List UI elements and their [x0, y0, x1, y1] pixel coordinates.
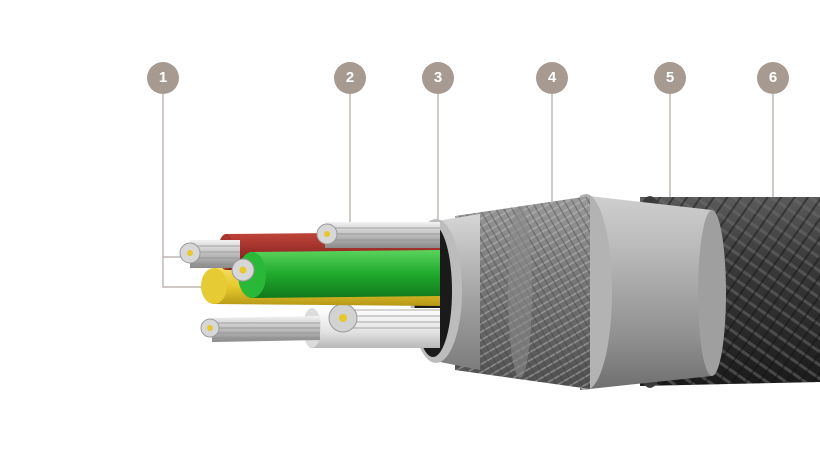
green-insulated-wire [231, 250, 440, 298]
badge-3: 3 [422, 62, 454, 94]
badge-6: 6 [757, 62, 789, 94]
left-conductor-strands [179, 240, 240, 338]
badge-4: 4 [536, 62, 568, 94]
leader-line-1 [162, 94, 207, 288]
top-conductor-strands [316, 222, 440, 248]
badge-5: 5 [654, 62, 686, 94]
braided-shield [455, 196, 590, 389]
badge-1: 1 [147, 62, 179, 94]
white-insulated-wire [212, 303, 440, 348]
badge-2: 2 [334, 62, 366, 94]
